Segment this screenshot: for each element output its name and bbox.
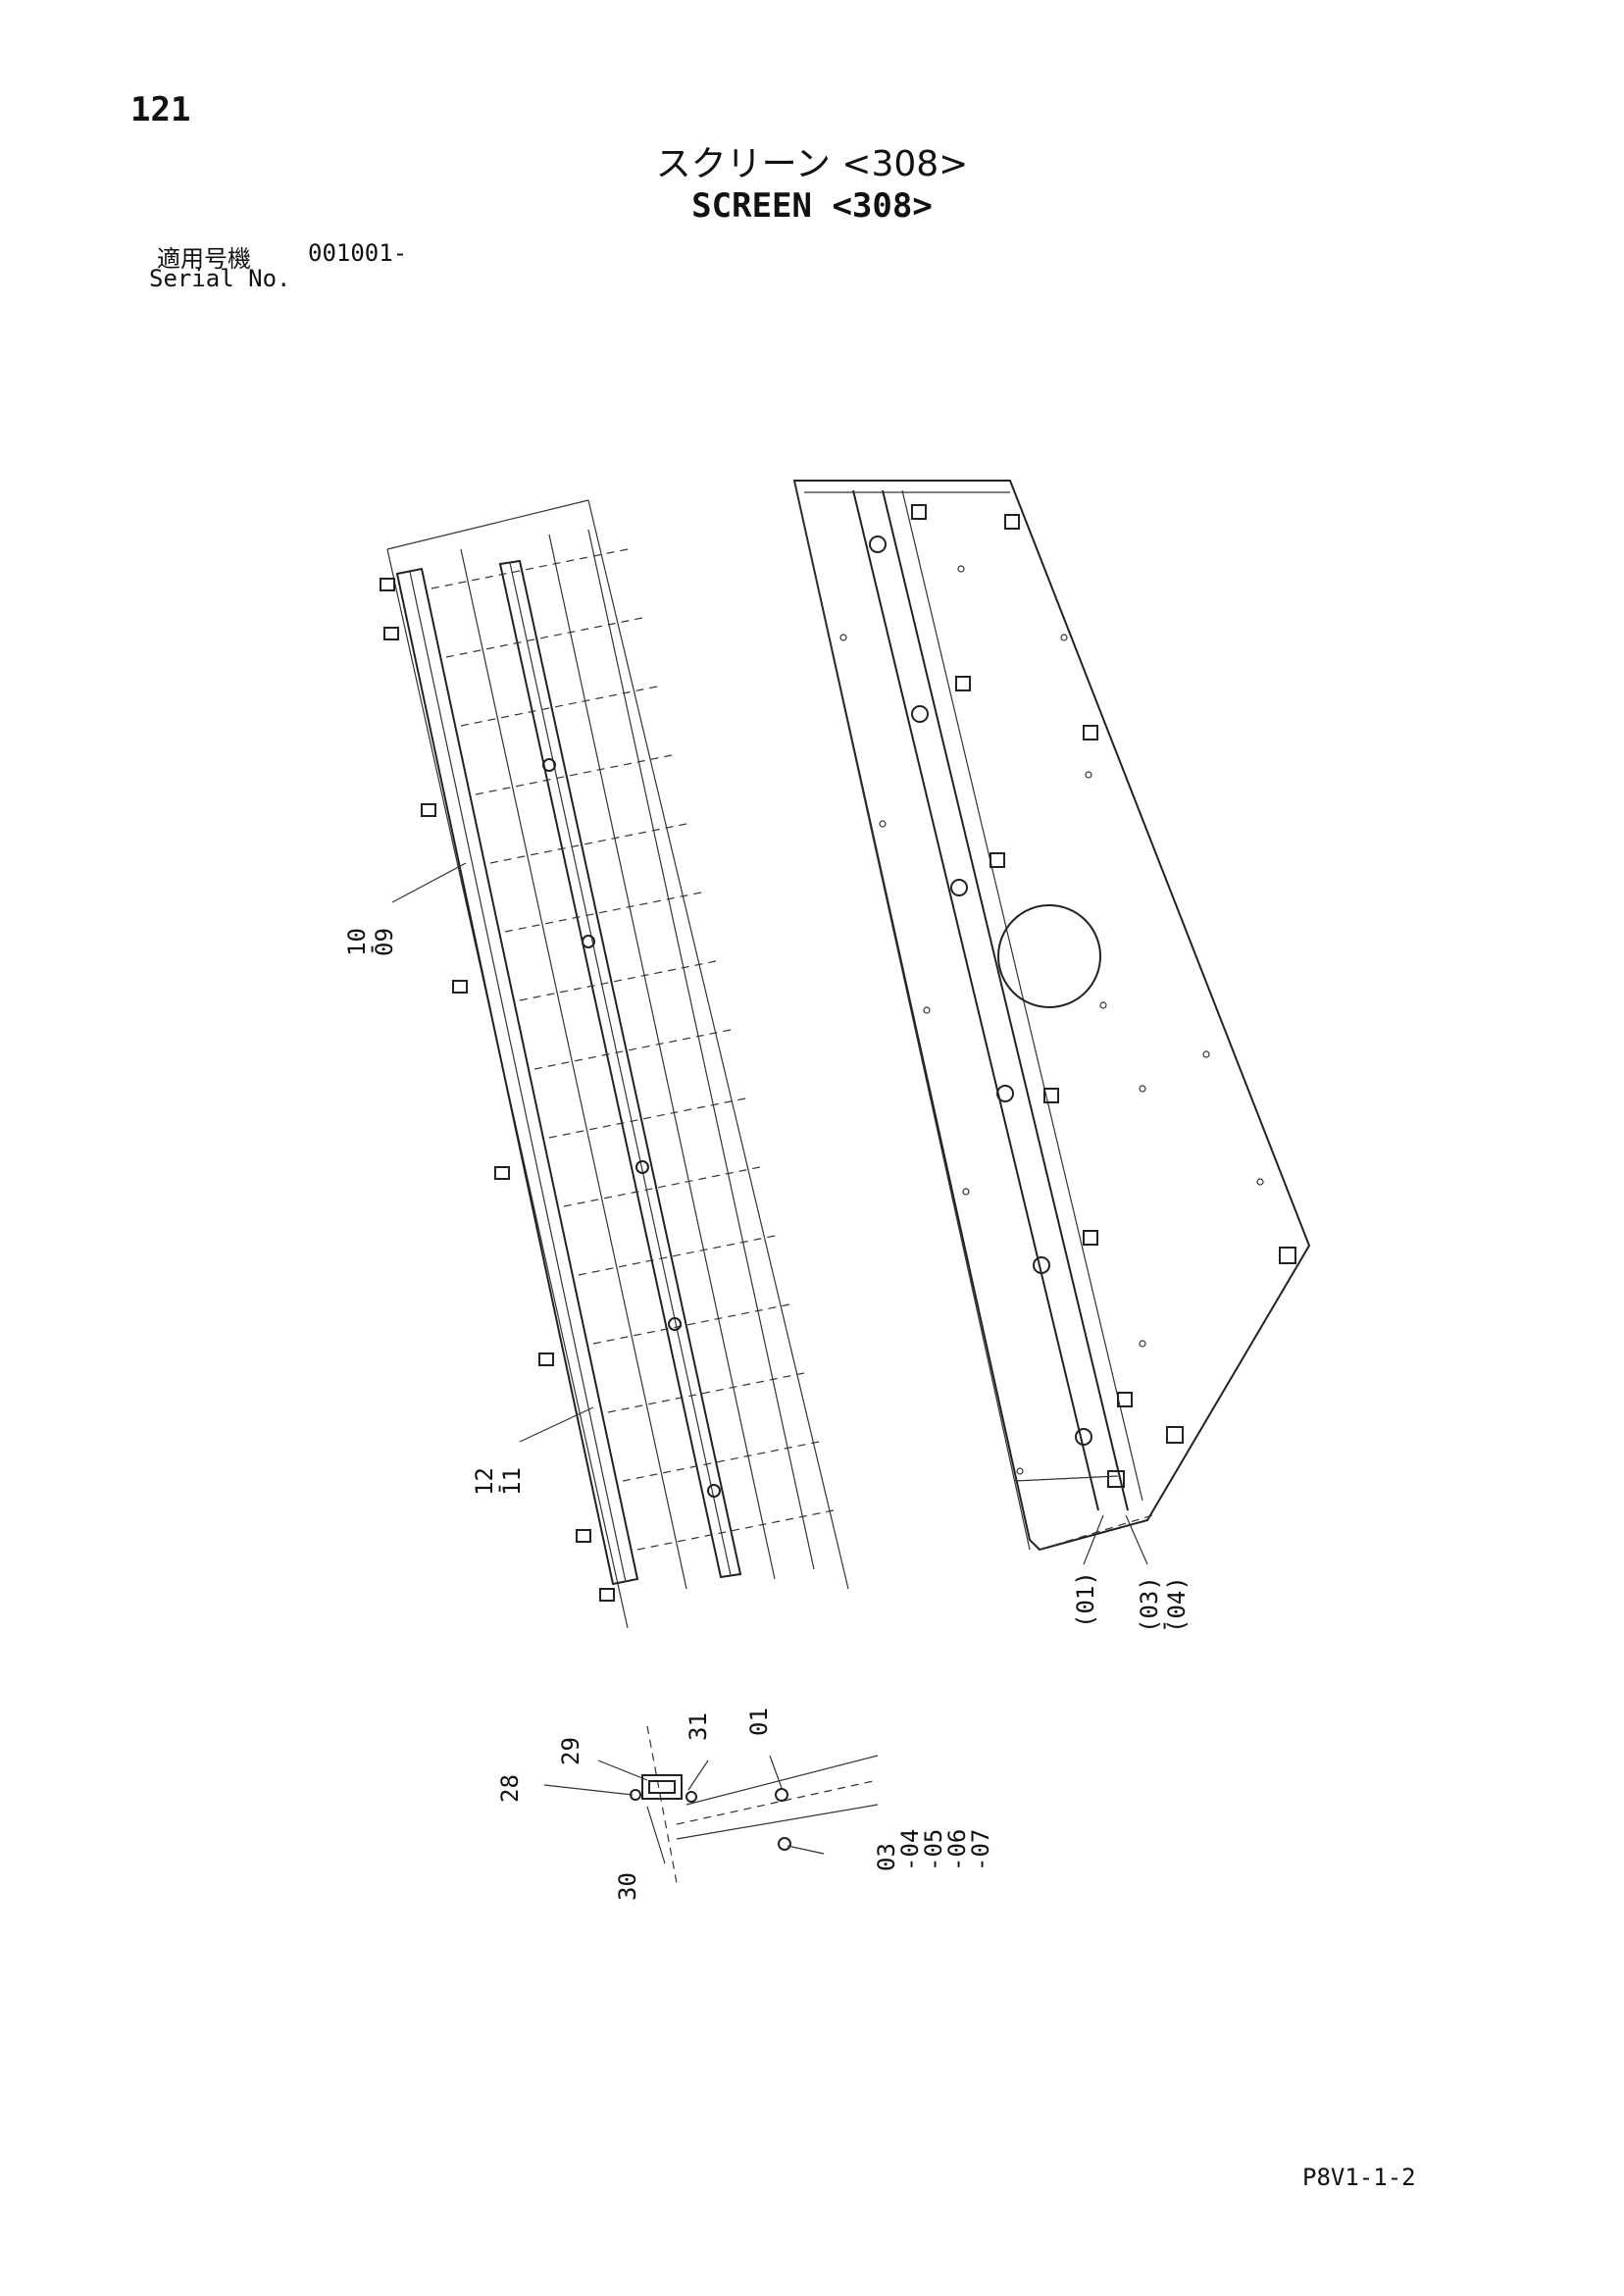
callout-label: 31: [685, 1712, 712, 1741]
callout-label: 29: [557, 1737, 584, 1765]
callout-01-detail: 01: [745, 1708, 773, 1736]
callout-label: 01: [745, 1708, 773, 1736]
callout-label: -04: [896, 1829, 924, 1871]
callout-label: 03: [873, 1843, 900, 1871]
callout-label: -07: [967, 1829, 994, 1871]
callout-03-07: 03 -04 -05 -06 -07: [873, 1829, 994, 1871]
serial-label-english: Serial No.: [149, 265, 291, 292]
title-english: SCREEN <308>: [691, 186, 933, 226]
callout-label: (01): [1072, 1571, 1099, 1628]
callout-30: 30: [614, 1872, 641, 1901]
callout-label: 09: [371, 928, 398, 956]
side-plate-assembly: [792, 480, 1311, 1565]
callout-label: -: [484, 1482, 512, 1496]
page-number: 121: [130, 90, 191, 129]
callout-01: (01): [1072, 1571, 1099, 1628]
detail-view: [543, 1725, 879, 1884]
serial-label-japanese: 適用号機: [157, 245, 251, 273]
callout-label: 11: [498, 1467, 526, 1496]
serial-number-value: 001001-: [308, 239, 408, 267]
callout-label: 28: [496, 1774, 524, 1803]
callout-label: -: [357, 943, 384, 956]
callout-03-04: (03) - (04): [1136, 1576, 1191, 1633]
callout-31: 31: [685, 1712, 712, 1741]
callout-10-09: 10 - 09: [343, 928, 398, 956]
callout-label: (03): [1136, 1576, 1163, 1633]
callout-12-11: 12 - 11: [471, 1467, 526, 1496]
callout-label: (04): [1163, 1576, 1191, 1633]
callout-label: -: [1149, 1619, 1177, 1633]
callout-label: -05: [920, 1829, 947, 1871]
callout-label: -06: [943, 1829, 971, 1871]
callout-label: 10: [343, 928, 371, 956]
drawing-code: P8V1-1-2: [1302, 2164, 1416, 2191]
title-japanese: スクリーン <308>: [655, 144, 969, 184]
screen-mesh-assembly: [380, 499, 849, 1629]
callout-label: 12: [471, 1467, 498, 1496]
callout-label: 30: [614, 1872, 641, 1901]
callout-29: 29: [557, 1737, 584, 1765]
callout-28: 28: [496, 1774, 524, 1803]
